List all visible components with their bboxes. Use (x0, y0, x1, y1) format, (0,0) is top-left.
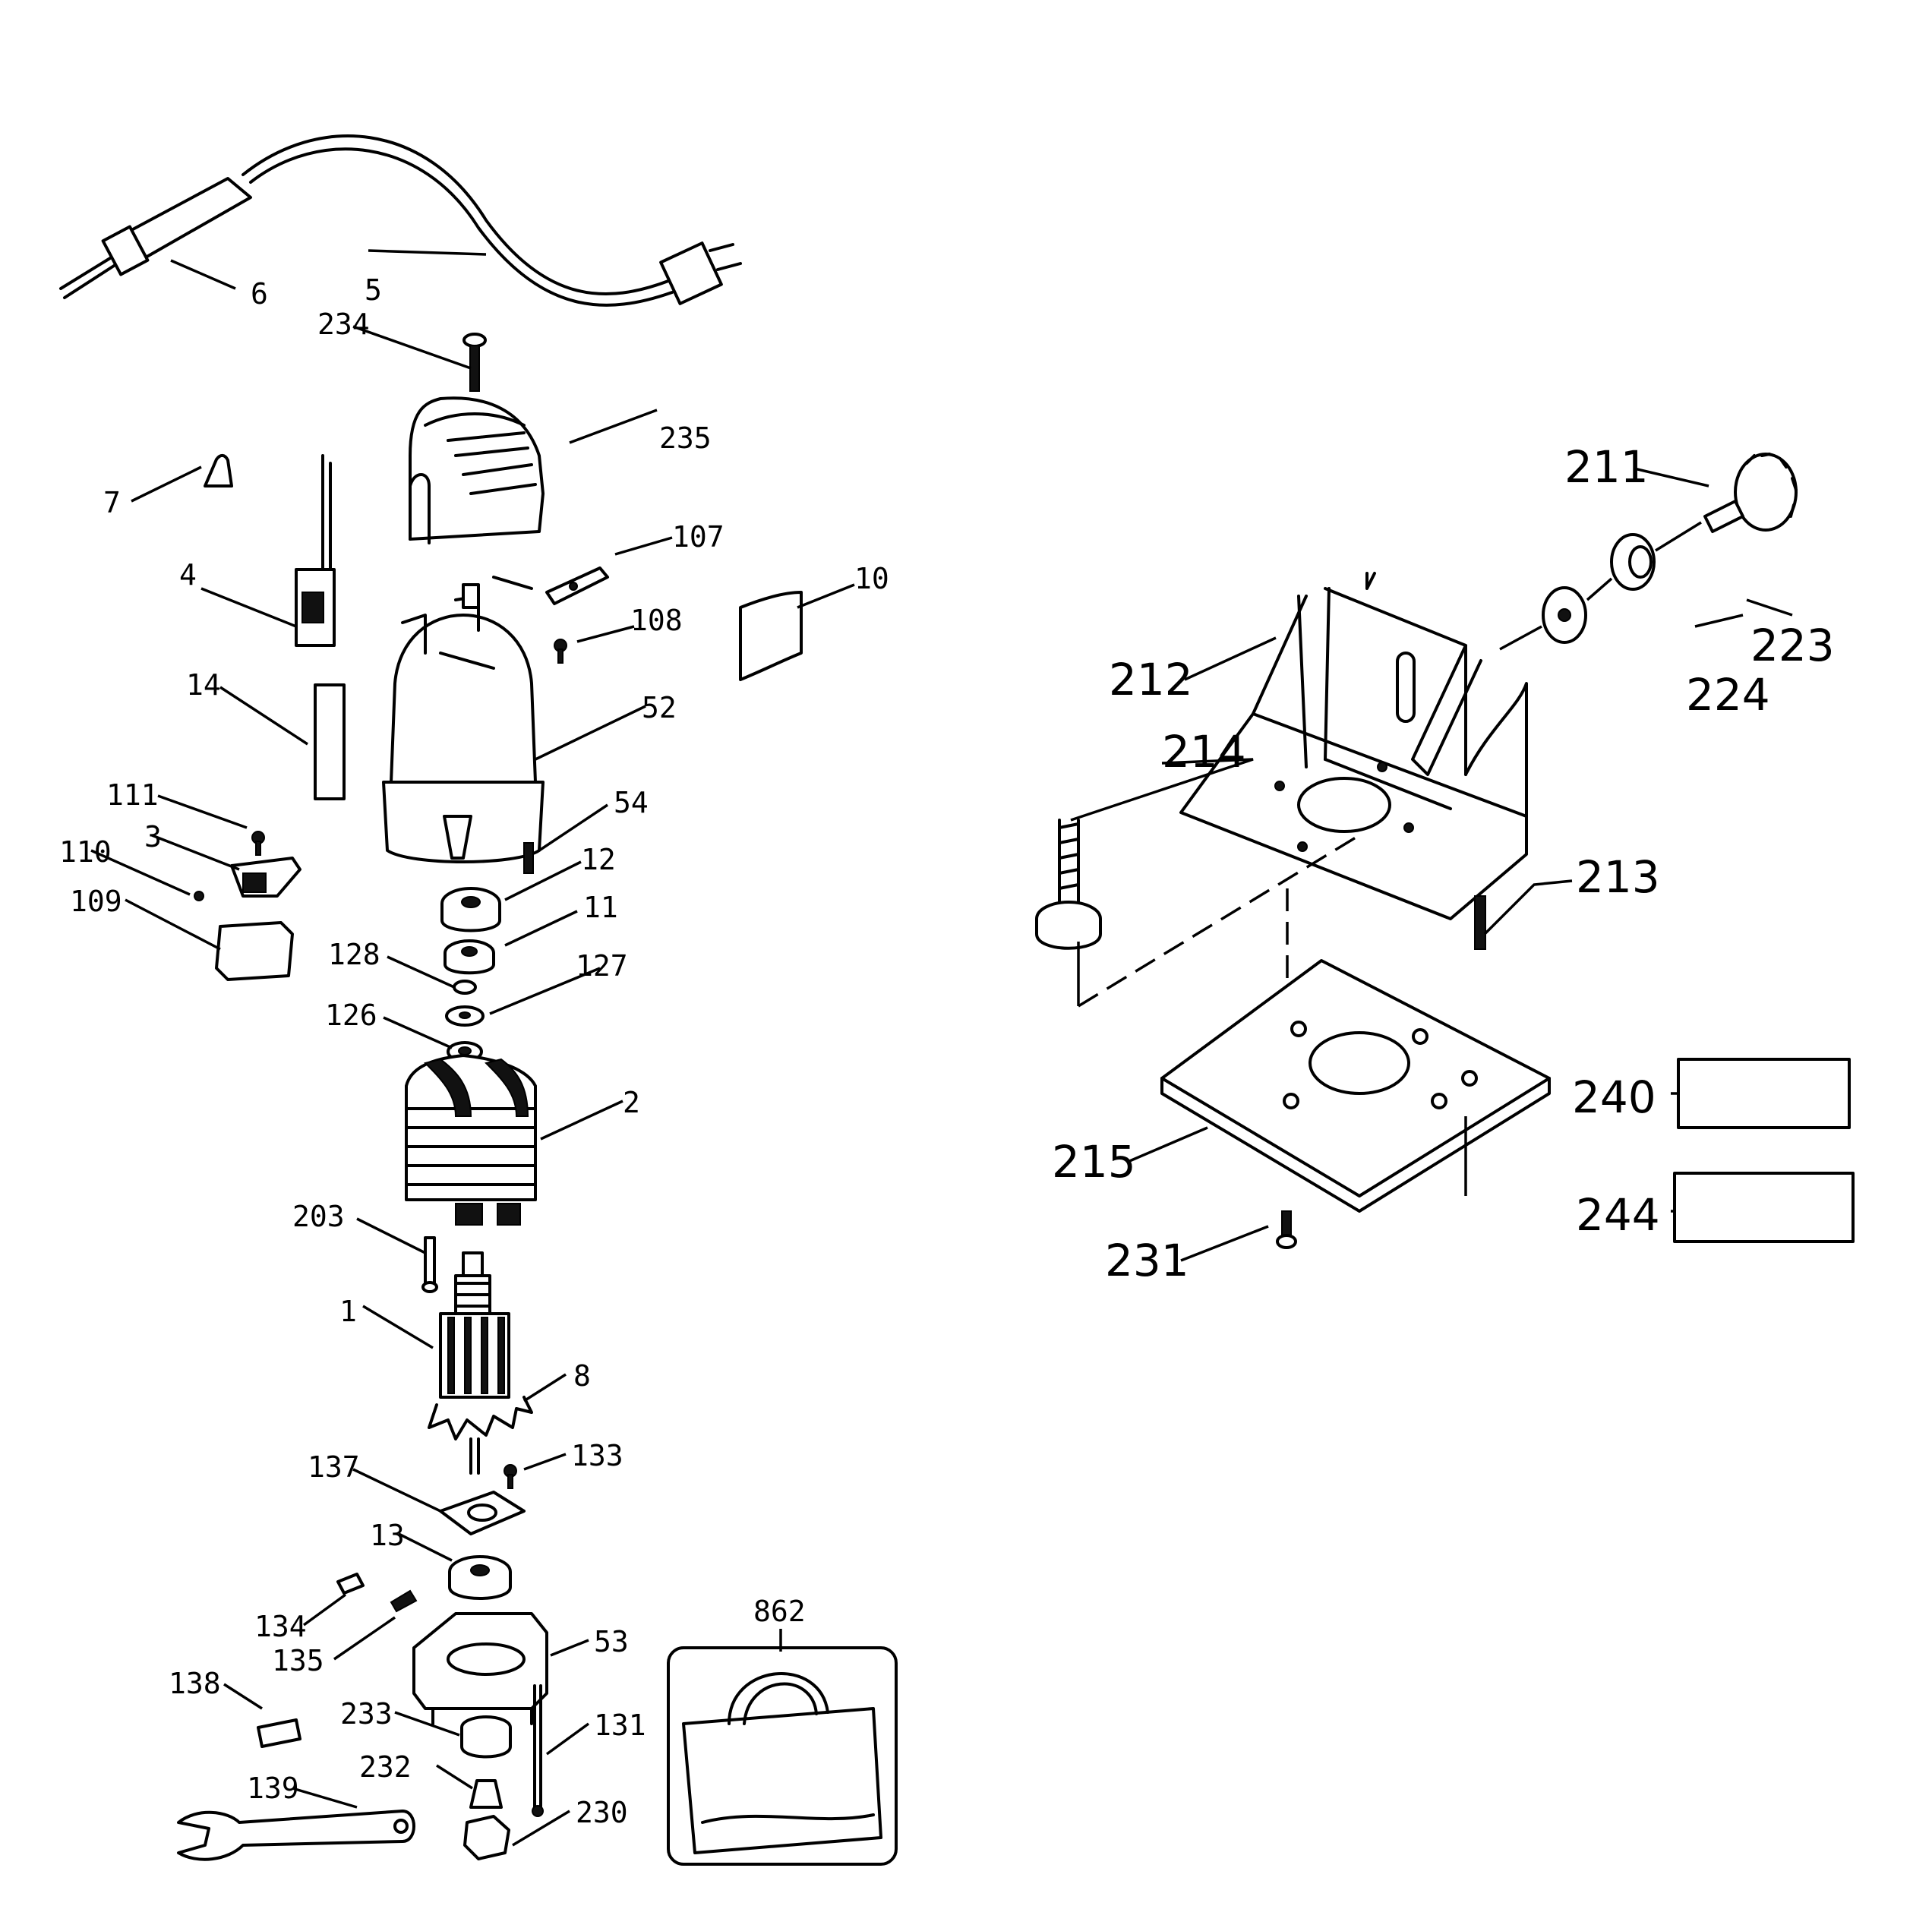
label-138: 138 (169, 1667, 221, 1700)
washer-11 (444, 939, 495, 975)
label-128: 128 (328, 938, 380, 971)
label-8: 8 (573, 1359, 591, 1393)
screw-234 (462, 333, 487, 392)
label-232: 232 (359, 1750, 412, 1784)
pin-131 (532, 1684, 544, 1817)
label-244: 244 (1576, 1189, 1660, 1241)
field-2 (405, 1054, 537, 1226)
label-52: 52 (642, 691, 677, 724)
power-cord (242, 134, 742, 307)
collet-233 (460, 1715, 512, 1759)
label-127: 127 (576, 949, 628, 983)
screw-203 (421, 1236, 438, 1293)
label-2: 2 (623, 1086, 640, 1119)
label-108: 108 (630, 604, 683, 637)
label-54: 54 (614, 786, 649, 819)
manual-240 (1677, 1058, 1851, 1129)
label-138 (257, 1718, 301, 1748)
label-234: 234 (317, 308, 370, 341)
screw-213 (1474, 895, 1486, 950)
label-107: 107 (672, 520, 724, 554)
spring-54 (523, 842, 534, 874)
label-224: 224 (1686, 669, 1770, 721)
collet-nut-230 (463, 1815, 510, 1860)
label-139: 139 (247, 1772, 299, 1805)
label-110: 110 (59, 835, 112, 869)
label-131: 131 (594, 1709, 646, 1742)
label-5: 5 (365, 273, 382, 307)
nut-110 (194, 891, 204, 901)
motor-housing-52 (382, 583, 545, 863)
label-212: 212 (1109, 654, 1193, 705)
label-3: 3 (144, 820, 162, 854)
label-14: 14 (186, 668, 221, 702)
tool-bag-862 (667, 1646, 898, 1866)
knock-off-nut-7 (204, 453, 233, 488)
screw-133 (504, 1464, 517, 1489)
brush-holder-109 (215, 921, 294, 981)
label-211: 211 (1564, 441, 1649, 493)
label-137: 137 (308, 1450, 360, 1484)
armature-1 (439, 1251, 510, 1399)
label-244 (1673, 1172, 1855, 1243)
label-7: 7 (103, 486, 121, 519)
wrench-139 (177, 1810, 415, 1861)
sub-base-215 (1160, 959, 1551, 1213)
bracket-3 (230, 857, 301, 898)
label-214: 214 (1162, 726, 1246, 778)
label-14 (314, 683, 346, 800)
washer-127 (445, 1005, 485, 1027)
label-4: 4 (179, 558, 197, 592)
motor-base-53 (412, 1612, 548, 1725)
bearing-13 (448, 1555, 512, 1600)
bolt-214 (1035, 819, 1102, 950)
screw-231 (1276, 1210, 1297, 1249)
label-10 (739, 591, 803, 681)
tilt-bracket-212 (1179, 572, 1528, 920)
label-13: 13 (370, 1519, 405, 1552)
clip-107 (492, 566, 609, 605)
label-215: 215 (1052, 1136, 1136, 1188)
collet-232 (469, 1779, 503, 1809)
label-235: 235 (659, 421, 712, 455)
label-109: 109 (70, 885, 122, 918)
label-134: 134 (254, 1610, 307, 1643)
label-53: 53 (594, 1625, 629, 1658)
label-231: 231 (1105, 1235, 1189, 1286)
screw-108 (554, 639, 567, 664)
washer-128 (453, 980, 477, 995)
label-213: 213 (1576, 851, 1660, 903)
fan-8 (428, 1396, 533, 1475)
label-10: 10 (854, 562, 889, 595)
plate-137 (439, 1491, 526, 1535)
label-240: 240 (1572, 1071, 1656, 1123)
label-11: 11 (583, 891, 618, 924)
label-223: 223 (1750, 620, 1835, 671)
label-203: 203 (292, 1200, 345, 1233)
label-12: 12 (581, 843, 616, 876)
label-135: 135 (272, 1644, 324, 1677)
label-6: 6 (251, 277, 268, 311)
label-230: 230 (576, 1796, 628, 1829)
motor-cap-235 (409, 396, 545, 544)
knob-211 (1703, 453, 1798, 533)
switch-4 (295, 454, 336, 647)
label-1: 1 (339, 1295, 357, 1328)
cord-protector (59, 177, 252, 299)
washer-224 (1542, 586, 1587, 644)
pin-134 (336, 1573, 365, 1595)
label-111: 111 (106, 778, 159, 812)
label-233: 233 (340, 1697, 393, 1731)
screw-111 (251, 831, 265, 856)
bearing-12 (440, 887, 501, 932)
label-126: 126 (325, 999, 377, 1032)
spring-washer-223 (1610, 533, 1656, 591)
spring-135 (390, 1589, 418, 1613)
label-862: 862 (753, 1595, 806, 1628)
label-133: 133 (571, 1439, 623, 1472)
